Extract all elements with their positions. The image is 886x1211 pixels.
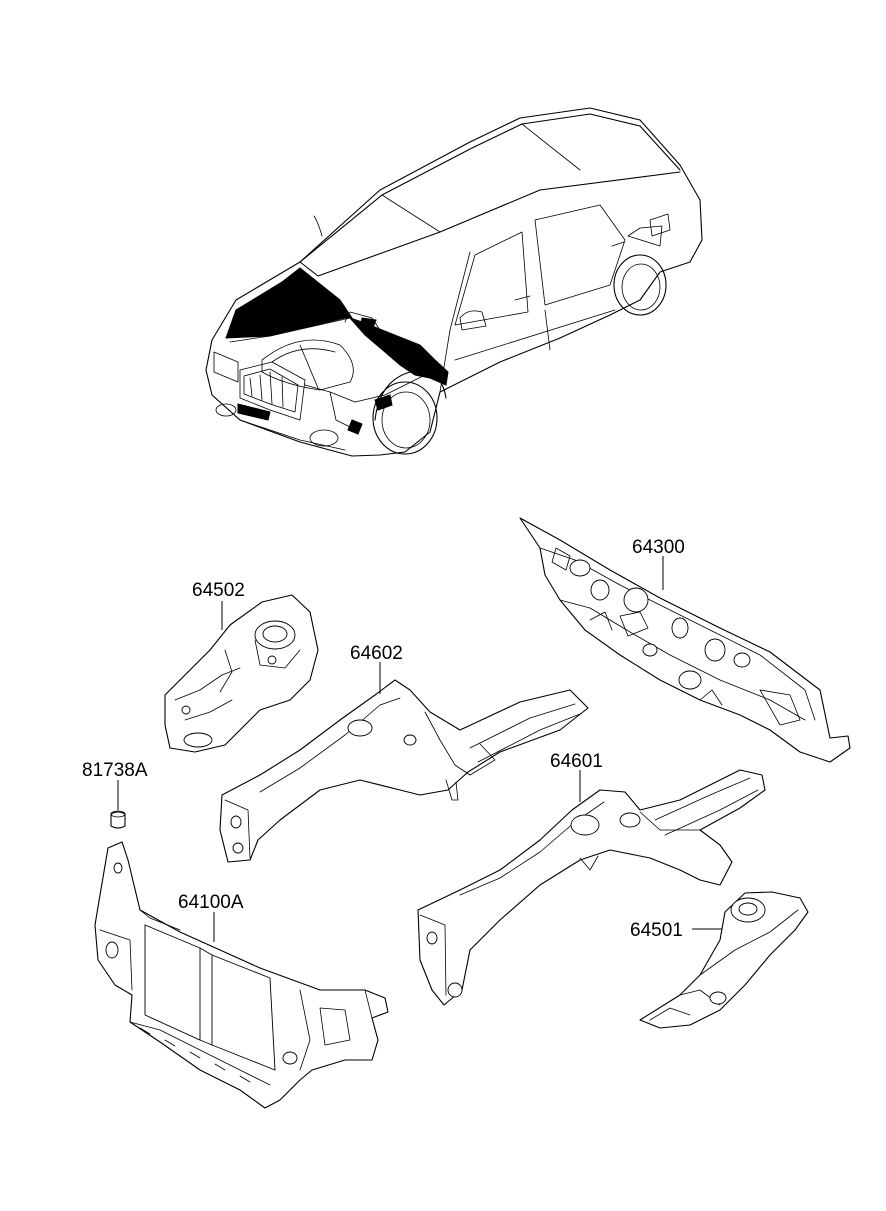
callout-64502: 64502 <box>192 580 245 601</box>
callout-64501: 64501 <box>630 920 683 941</box>
callout-64100A: 64100A <box>178 892 244 913</box>
callout-64300: 64300 <box>632 537 685 558</box>
callout-64602: 64602 <box>350 643 403 664</box>
radiator-support-64100A <box>94 841 389 1109</box>
dash-panel-64300 <box>519 517 851 763</box>
bumper-stop-81738A <box>110 810 126 829</box>
side-member-64601 <box>417 769 766 1006</box>
side-member-64602 <box>219 679 589 863</box>
callout-81738A: 81738A <box>82 760 148 781</box>
vehicle-illustration <box>205 107 703 457</box>
fender-apron-64501 <box>639 891 809 1029</box>
fender-apron-64502 <box>164 594 319 753</box>
callout-64601: 64601 <box>550 751 603 772</box>
